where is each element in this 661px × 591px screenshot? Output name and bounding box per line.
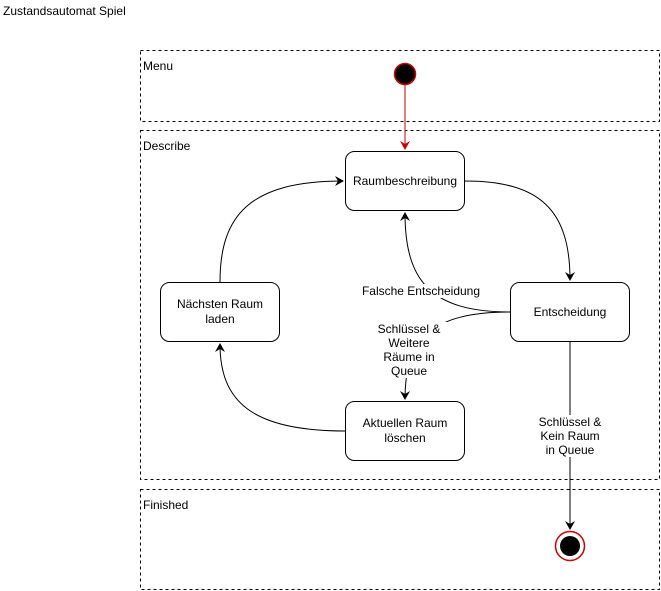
- edge-label-falsche-entscheidung: Falsche Entscheidung: [360, 284, 482, 298]
- diagram-title: Zustandsautomat Spiel: [3, 4, 126, 18]
- state-entscheidung-box[interactable]: [510, 282, 630, 342]
- lane-label-menu: Menu: [143, 59, 174, 73]
- edge-loeschen-to-laden: [215, 343, 346, 432]
- state-naechsten-raum-label: Nächsten Raum laden: [176, 297, 264, 326]
- lane-label-describe: Describe: [143, 139, 191, 153]
- final-node-core: [560, 536, 580, 556]
- edge-raumbeschreibung-to-entscheidung: [464, 180, 575, 281]
- edge-label-schluessel-kein: Schlüssel & Kein Raum in Queue: [536, 415, 604, 457]
- state-raumbeschreibung-box[interactable]: [345, 151, 465, 211]
- initial-node: [393, 62, 417, 86]
- lane-menu: [140, 50, 660, 122]
- state-aktuellen-raum-box[interactable]: [345, 401, 465, 461]
- lane-finished: [140, 489, 660, 590]
- edge-label-schluessel-weitere: Schlüssel & Weitere Räume in Queue: [370, 322, 448, 378]
- edge-laden-to-raumbeschreibung: [219, 176, 344, 283]
- state-entscheidung-label: Entscheidung: [533, 304, 607, 319]
- lane-label-finished: Finished: [143, 498, 189, 512]
- state-naechsten-raum-box[interactable]: [160, 282, 280, 342]
- state-raumbeschreibung-label: Raumbeschreibung: [352, 173, 458, 188]
- lane-describe: [140, 130, 660, 480]
- state-aktuellen-raum-label: Aktuellen Raum löschen: [362, 416, 448, 445]
